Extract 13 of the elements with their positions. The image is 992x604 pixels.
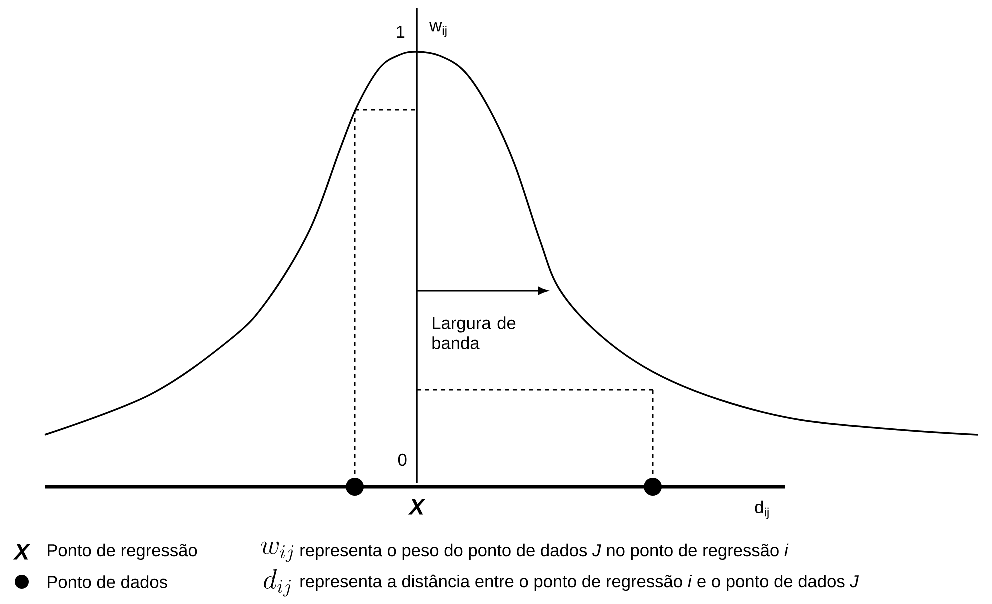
legend-label: Ponto de regressão bbox=[48, 544, 198, 560]
tick-label: 0 bbox=[398, 454, 407, 466]
legend-label: Ponto de dados bbox=[48, 576, 168, 588]
definition-symbol: $w_{ij}$ bbox=[261, 542, 294, 562]
axis-label: w$_{ij}$ bbox=[430, 22, 447, 38]
definition-text: representa a distância entre o ponto de regressão i e o ponto de dados J bbox=[300, 574, 860, 592]
legend-symbol: X bbox=[13, 544, 31, 560]
definition-symbol: $d_{ij}$ bbox=[264, 570, 291, 597]
definition-text: representa o peso do ponto de dados J no ponto de regressão i bbox=[300, 544, 789, 560]
axis-label: d$_{ij}$ bbox=[755, 500, 769, 520]
origin-label: X bbox=[408, 499, 426, 515]
tick-label: 1 bbox=[397, 26, 405, 38]
annotation: Largura de banda bbox=[432, 316, 516, 350]
